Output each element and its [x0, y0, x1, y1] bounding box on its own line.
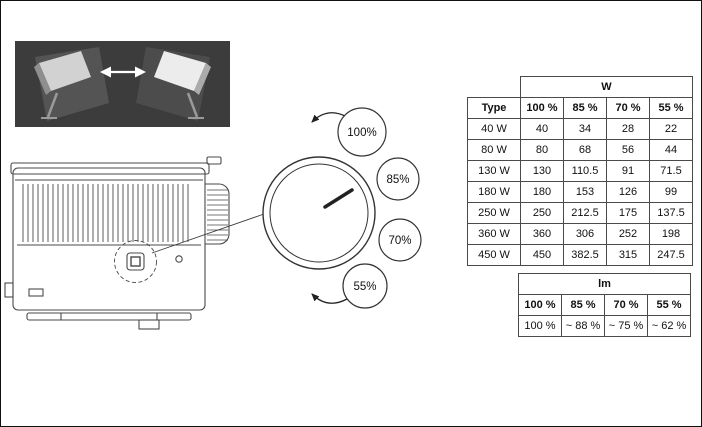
- table-cell: ~ 75 %: [604, 315, 648, 337]
- dial-label-85: 85%: [386, 174, 409, 186]
- column-header-70: 70 %: [606, 97, 650, 119]
- table-cell: 175: [606, 202, 650, 224]
- table-cell: 40: [520, 118, 564, 140]
- double-arrow-icon: [100, 66, 146, 78]
- column-header-85: 85 %: [563, 97, 607, 119]
- row-label-cell: 180 W: [467, 181, 521, 203]
- table-cell: 80: [520, 139, 564, 161]
- lumen-table-body: 100 %~ 88 %~ 75 %~ 62 %: [518, 315, 691, 337]
- heatsink-fins: [22, 184, 189, 242]
- table-cell: ~ 88 %: [561, 315, 605, 337]
- table-cell: 153: [563, 181, 607, 203]
- row-label-cell: 80 W: [467, 139, 521, 161]
- rotate-arrow-bottom-icon: [311, 293, 348, 304]
- table-cell: 306: [563, 223, 607, 245]
- table-cell: 130: [520, 160, 564, 182]
- dial-position-100: 100%: [337, 107, 387, 157]
- lumen-header-55: 55 %: [647, 294, 691, 316]
- table-cell: 137.5: [649, 202, 693, 224]
- table-cell: 22: [649, 118, 693, 140]
- lumen-table-unit-row: lm: [518, 273, 691, 295]
- dial-position-55: 55%: [342, 263, 388, 309]
- lumen-table-unit-header: lm: [518, 273, 691, 295]
- table-cell: 28: [606, 118, 650, 140]
- table-cell: 91: [606, 160, 650, 182]
- row-label-cell: 130 W: [467, 160, 521, 182]
- callout-leader-line: [151, 213, 265, 254]
- table-cell: 360: [520, 223, 564, 245]
- table-cell: 450: [520, 244, 564, 266]
- dial-inner-ring: [269, 163, 369, 263]
- table-cell: 126: [606, 181, 650, 203]
- table-cell: 212.5: [563, 202, 607, 224]
- side-knuckle: [205, 183, 230, 245]
- lumen-header-100: 100 %: [518, 294, 562, 316]
- power-table-unit-row: W: [468, 76, 693, 98]
- dimmer-knob: [126, 252, 145, 271]
- dial-outer-ring: [262, 156, 376, 270]
- row-label-cell: 450 W: [467, 244, 521, 266]
- table-cell: 71.5: [649, 160, 693, 182]
- dial-position-85: 85%: [376, 157, 420, 201]
- table-cell: 68: [563, 139, 607, 161]
- lumen-table: lm 100 % 85 % 70 % 55 % 100 %~ 88 %~ 75 …: [518, 273, 691, 337]
- tilt-illustration: [15, 41, 230, 127]
- dial-diagram: 100% 85% 70% 55%: [262, 107, 422, 309]
- dial-label-70: 70%: [388, 235, 411, 247]
- corner-spacer: [468, 77, 521, 98]
- housing-top-lip: [10, 162, 210, 175]
- table-cell: 110.5: [563, 160, 607, 182]
- power-table-header-row: Type 100 % 85 % 70 % 55 %: [467, 97, 693, 119]
- table-cell: 250: [520, 202, 564, 224]
- dial-label-55: 55%: [353, 281, 376, 293]
- dial-label-100: 100%: [347, 127, 376, 139]
- table-cell: 56: [606, 139, 650, 161]
- table-cell: 247.5: [649, 244, 693, 266]
- table-cell: 315: [606, 244, 650, 266]
- lumen-header-70: 70 %: [604, 294, 648, 316]
- right-floodlight-icon: [154, 51, 211, 119]
- table-cell: 382.5: [563, 244, 607, 266]
- row-label-cell: 100 %: [518, 315, 562, 337]
- housing-body: [12, 167, 206, 311]
- table-cell: ~ 62 %: [647, 315, 691, 337]
- row-label-cell: 360 W: [467, 223, 521, 245]
- lumen-header-85: 85 %: [561, 294, 605, 316]
- mounting-bracket: [26, 312, 192, 330]
- table-cell: 34: [563, 118, 607, 140]
- row-label-cell: 250 W: [467, 202, 521, 224]
- table-cell: 252: [606, 223, 650, 245]
- column-header-100: 100 %: [520, 97, 564, 119]
- table-row: 100 %~ 88 %~ 75 %~ 62 %: [518, 315, 691, 337]
- dial-position-70: 70%: [378, 218, 422, 262]
- dial-location-callout: [114, 240, 157, 283]
- table-cell: 180: [520, 181, 564, 203]
- column-header-55: 55 %: [649, 97, 693, 119]
- floodlight-rear-view: [4, 156, 230, 330]
- row-label-cell: 40 W: [467, 118, 521, 140]
- lumen-table-header-row: 100 % 85 % 70 % 55 %: [518, 294, 691, 316]
- table-cell: 44: [649, 139, 693, 161]
- table-cell: 99: [649, 181, 693, 203]
- column-header-type: Type: [467, 97, 521, 119]
- dial-pointer: [323, 188, 354, 209]
- power-table-unit-header: W: [520, 76, 693, 98]
- left-floodlight-icon: [34, 51, 91, 119]
- table-cell: 198: [649, 223, 693, 245]
